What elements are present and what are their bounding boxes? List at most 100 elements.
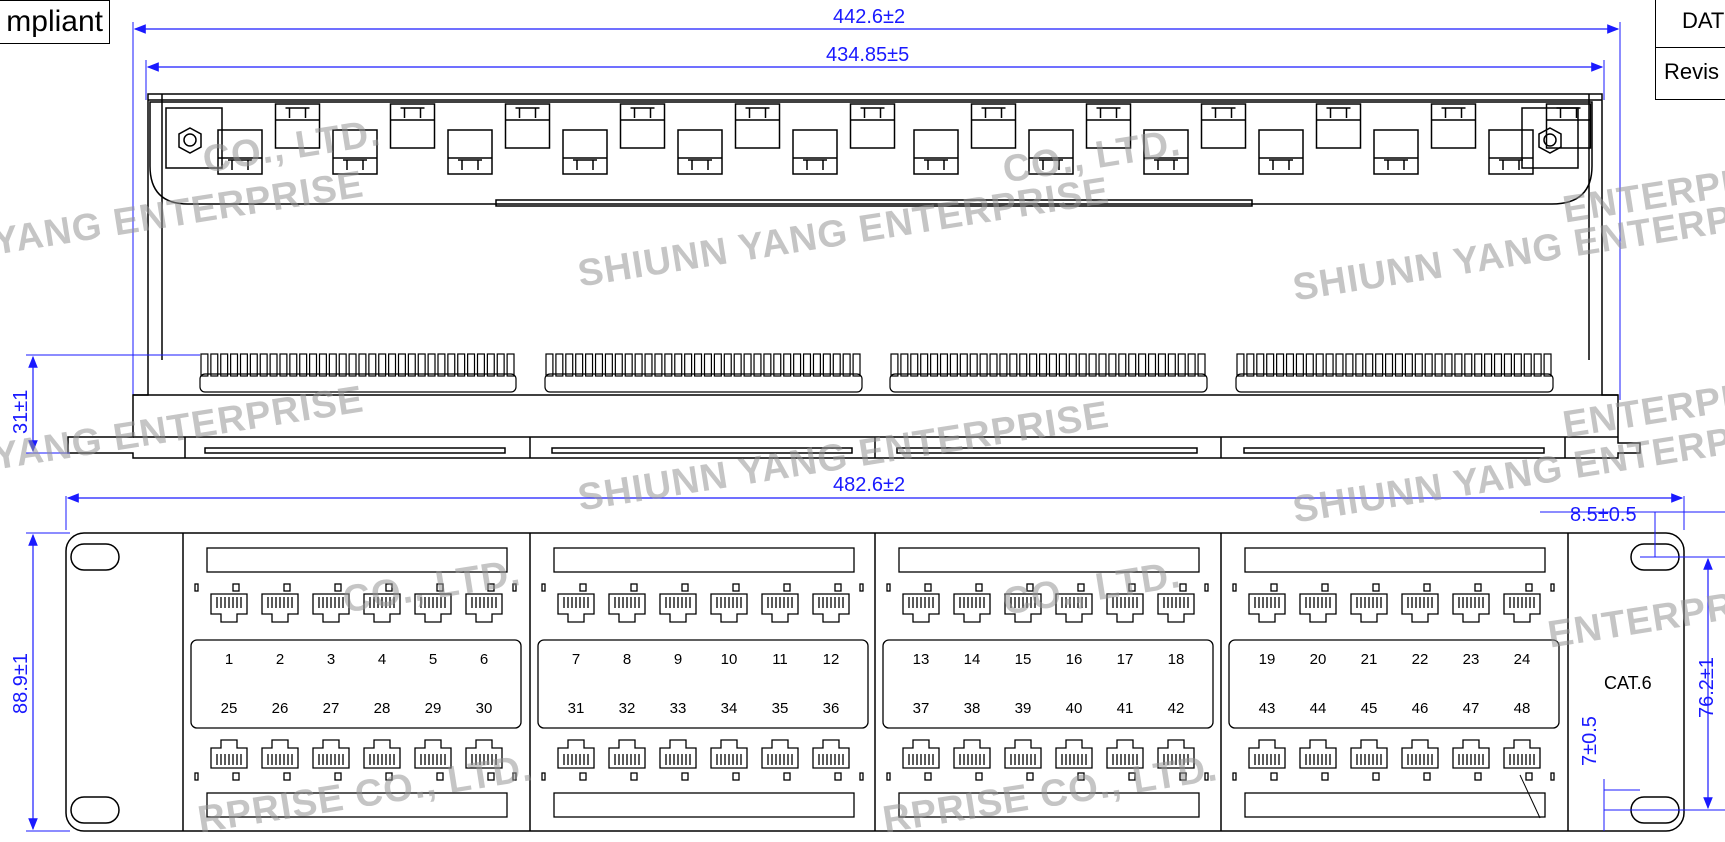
port-number: 48 — [1513, 700, 1531, 717]
rj45-port-icon — [710, 739, 748, 769]
title-block: DAT Revis — [1655, 0, 1725, 100]
rj45-port-icon — [1055, 593, 1093, 623]
title-block-date: DAT — [1656, 0, 1725, 48]
port-number: 40 — [1065, 700, 1083, 717]
rj45-port-icon — [210, 739, 248, 769]
rear-jack-icon — [1430, 103, 1477, 149]
dim-hole-offset: 8.5±0.5 — [1570, 504, 1637, 526]
rj45-port-icon — [363, 739, 401, 769]
rj45-port-icon — [812, 739, 850, 769]
port-number: 8 — [622, 651, 632, 668]
rj45-port-icon — [1299, 739, 1337, 769]
top-view — [26, 22, 1641, 459]
port-number: 7 — [571, 651, 581, 668]
rear-jack-icon — [970, 103, 1017, 149]
rear-jack-icon — [913, 129, 959, 175]
rear-jack-icon — [389, 103, 436, 149]
rear-jack-icon — [1028, 129, 1074, 175]
port-number: 23 — [1462, 651, 1480, 668]
rj45-port-icon — [710, 593, 748, 623]
port-number: 11 — [772, 651, 788, 668]
port-number: 15 — [1014, 651, 1032, 668]
port-number: 43 — [1258, 700, 1276, 717]
port-number: 28 — [373, 700, 391, 717]
port-number: 5 — [428, 651, 438, 668]
rear-jack-icon — [562, 129, 608, 175]
port-number: 4 — [377, 651, 387, 668]
rear-jack-icon — [1143, 129, 1189, 175]
punch-down-block — [199, 353, 517, 393]
port-number: 24 — [1513, 651, 1531, 668]
rear-jack-icon — [1488, 129, 1534, 175]
rj45-port-icon — [1004, 593, 1042, 623]
rj45-port-icon — [261, 739, 299, 769]
port-number: 1 — [224, 651, 234, 668]
rear-jack-icon — [504, 103, 551, 149]
rj45-port-icon — [1452, 593, 1490, 623]
rj45-port-icon — [1248, 739, 1286, 769]
port-number: 31 — [567, 700, 585, 717]
port-number: 9 — [673, 651, 683, 668]
rj45-port-icon — [902, 739, 940, 769]
patch-module — [1228, 547, 1560, 818]
rear-jack-icon — [274, 103, 321, 149]
port-number: 38 — [963, 700, 981, 717]
port-number: 44 — [1309, 700, 1327, 717]
port-number: 33 — [669, 700, 687, 717]
rj45-port-icon — [465, 593, 503, 623]
patch-module — [190, 547, 522, 818]
rj45-port-icon — [1157, 739, 1195, 769]
rj45-port-icon — [812, 593, 850, 623]
dim-overall-depth: 442.6±2 — [833, 6, 906, 28]
dim-inner-depth: 434.85±5 — [826, 44, 910, 66]
port-number: 25 — [220, 700, 238, 717]
rj45-port-icon — [1503, 593, 1541, 623]
rj45-port-icon — [465, 739, 503, 769]
rear-jack-icon — [447, 129, 493, 175]
rj45-port-icon — [1106, 593, 1144, 623]
rear-jack-icon — [792, 129, 838, 175]
rj45-port-icon — [1350, 593, 1388, 623]
front-modules — [190, 547, 1560, 818]
port-number: 34 — [720, 700, 738, 717]
port-number: 37 — [912, 700, 930, 717]
mount-hole-icon — [70, 543, 120, 571]
port-number: 35 — [771, 700, 789, 717]
rj45-port-icon — [1248, 593, 1286, 623]
punch-down-block — [544, 353, 863, 393]
port-number: 46 — [1411, 700, 1429, 717]
dim-rear-height: 31±1 — [10, 389, 32, 434]
port-number: 10 — [720, 651, 738, 668]
port-number: 22 — [1411, 651, 1429, 668]
rj45-port-icon — [557, 739, 595, 769]
patch-module — [537, 547, 869, 818]
rj45-port-icon — [261, 593, 299, 623]
port-number: 47 — [1462, 700, 1480, 717]
rj45-port-icon — [1401, 739, 1439, 769]
punch-down-block — [1235, 353, 1554, 393]
rj45-port-icon — [414, 593, 452, 623]
title-block-revision: Revis — [1664, 59, 1720, 84]
port-number: 18 — [1167, 651, 1185, 668]
port-number: 42 — [1167, 700, 1185, 717]
rj45-port-icon — [1401, 593, 1439, 623]
rj45-port-icon — [902, 593, 940, 623]
dim-panel-height: 88.9±1 — [10, 652, 32, 714]
dim-hole-edge: 7±0.5 — [1579, 716, 1601, 766]
port-number: 2 — [275, 651, 285, 668]
rj45-port-icon — [608, 739, 646, 769]
rj45-port-icon — [1157, 593, 1195, 623]
rj45-port-icon — [659, 593, 697, 623]
rear-jack-row — [217, 103, 1592, 175]
rj45-port-icon — [761, 593, 799, 623]
punch-down-blocks — [199, 353, 1554, 393]
rj45-port-icon — [210, 593, 248, 623]
rj45-port-icon — [1299, 593, 1337, 623]
port-number: 20 — [1309, 651, 1327, 668]
rear-jack-icon — [1315, 103, 1362, 149]
rj45-port-icon — [557, 593, 595, 623]
port-number: 27 — [322, 700, 340, 717]
rj45-port-icon — [1055, 739, 1093, 769]
front-view — [26, 493, 1725, 832]
compliance-label: mpliant — [0, 0, 110, 44]
